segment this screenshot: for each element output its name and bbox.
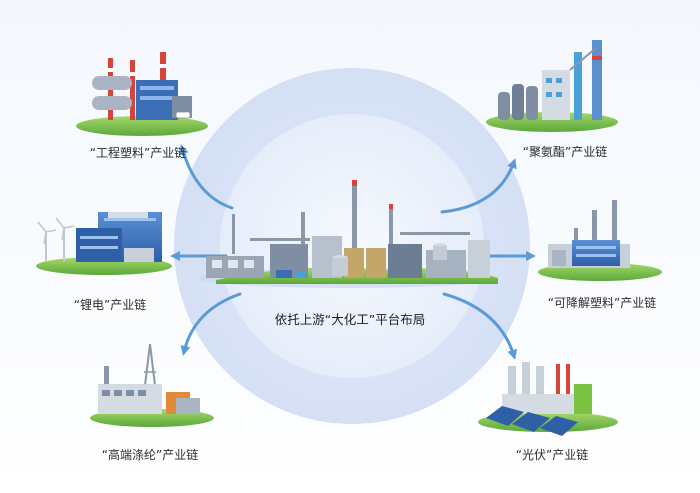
chain-label-degradable-plastics: “可降解塑料”产业链 [548,295,656,310]
lithium-battery-plant-illustration [36,212,172,275]
chain-label-polyamide-ester: “聚氨酯”产业链 [523,144,607,159]
polyamide-ester-plant-illustration [486,40,618,132]
central-chemical-plant-illustration [198,180,498,288]
arrow-to-engineering-plastics [178,144,234,210]
center-label: 依托上游“大化工”平台布局 [275,312,425,327]
arrow-to-high-end-polyester [180,292,242,356]
photovoltaic-plant-illustration [478,362,618,436]
chain-label-photovoltaic: “光伏”产业链 [516,447,588,462]
high-end-polyester-plant-illustration [90,343,214,427]
arrow-to-polyamide-ester [440,158,517,214]
chain-label-high-end-polyester: “高端涤纶”产业链 [102,447,198,462]
degradable-plastics-plant-illustration [538,200,662,281]
arrow-to-photovoltaic [442,292,518,360]
chain-label-lithium-battery: “锂电”产业链 [74,297,146,312]
chain-label-engineering-plastics: “工程塑料”产业链 [90,145,186,160]
engineering-plastics-plant-illustration [76,52,208,136]
